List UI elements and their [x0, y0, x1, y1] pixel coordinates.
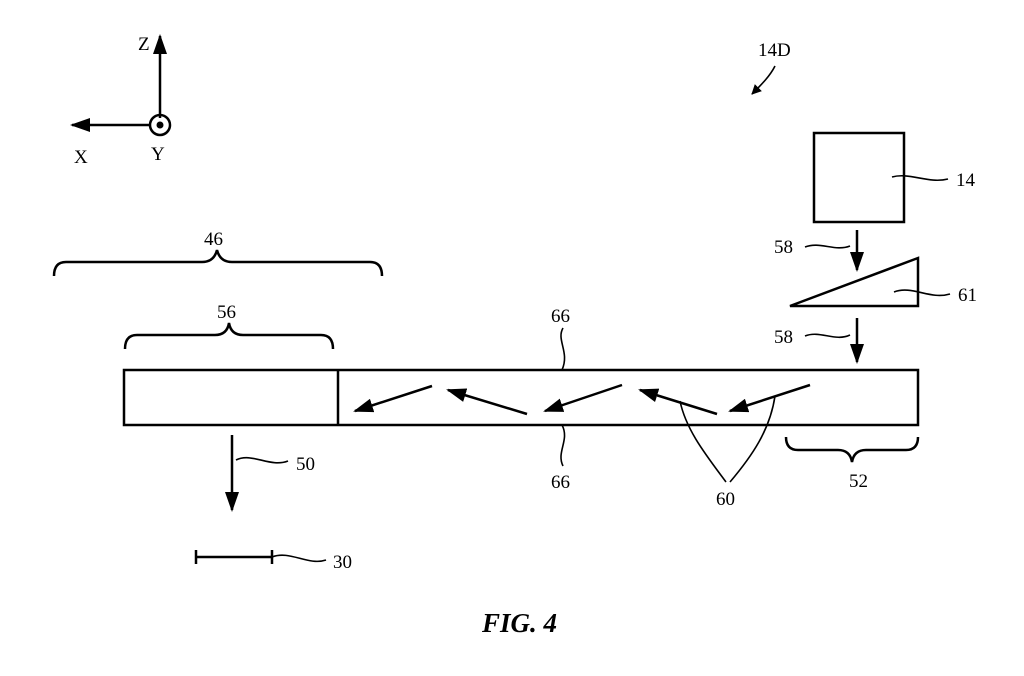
ray-arrow-2: [638, 388, 718, 416]
reflected-rays-leader-left: [679, 400, 727, 483]
waveguide-body: [122, 368, 920, 427]
output-region-outer-label: 46: [204, 229, 223, 250]
eye-box-label: 30: [333, 552, 352, 573]
output-light: 50: [225, 435, 315, 512]
assembly-reference: 14D: [751, 40, 791, 95]
output-region-inner-label: 56: [217, 302, 236, 323]
y-axis-dot: [156, 121, 164, 129]
assembly-ref-leader: [751, 65, 776, 95]
projector: 14: [812, 131, 976, 224]
z-axis-label: Z: [138, 34, 150, 55]
ray-arrow-4: [446, 388, 528, 416]
prism: 61: [789, 256, 977, 308]
projector-box: [812, 131, 906, 224]
output-region-outer-brace: [52, 249, 384, 277]
waveguide-surface-top-callout: 66: [551, 306, 570, 371]
ray-arrow-5: [353, 384, 433, 413]
coupling-region-label: 52: [849, 471, 868, 492]
input-light-upper-label: 58: [774, 237, 793, 258]
figure-caption: FIG. 4: [481, 608, 557, 638]
assembly-ref-label: 14D: [758, 40, 791, 61]
reflected-rays-leader-right: [729, 395, 776, 483]
waveguide-surface-top-label: 66: [551, 306, 570, 327]
reflected-rays-label: 60: [716, 489, 735, 510]
output-region-inner-bracket: 56: [123, 302, 335, 350]
y-axis-circle: [148, 113, 172, 137]
output-region-outer-bracket: 46: [52, 229, 384, 277]
waveguide-surface-bottom-callout: 66: [551, 424, 570, 493]
projector-leader: [891, 175, 949, 181]
output-region-inner-brace: [123, 322, 335, 350]
output-light-leader: [235, 456, 289, 464]
input-light-lower-label: 58: [774, 327, 793, 348]
ray-arrow-1: [728, 383, 811, 413]
input-light-lower-leader: [804, 333, 851, 339]
output-light-label: 50: [296, 454, 315, 475]
projector-label: 14: [956, 170, 976, 191]
prism-label: 61: [958, 285, 977, 306]
ray-arrow-3: [543, 383, 623, 413]
coupling-region-bracket: 52: [784, 436, 920, 492]
waveguide: [122, 368, 920, 427]
input-light-lower: 58: [774, 318, 864, 364]
eye-box-leader: [271, 554, 327, 563]
prism-shape: [789, 256, 920, 308]
coupling-region-brace: [784, 436, 920, 463]
eye-box: 30: [194, 550, 352, 573]
propagating-rays: [353, 383, 811, 416]
waveguide-surface-top-leader: [560, 327, 566, 371]
waveguide-surface-bottom-label: 66: [551, 472, 570, 493]
reflected-rays-callout: 60: [679, 395, 776, 510]
waveguide-surface-bottom-leader: [560, 424, 566, 467]
axis-indicator: Z X Y: [70, 34, 172, 168]
input-light-upper: 58: [774, 230, 864, 272]
prism-leader: [893, 289, 951, 297]
x-axis-label: X: [74, 147, 88, 168]
input-light-upper-leader: [804, 244, 851, 249]
y-axis-label: Y: [151, 144, 165, 165]
